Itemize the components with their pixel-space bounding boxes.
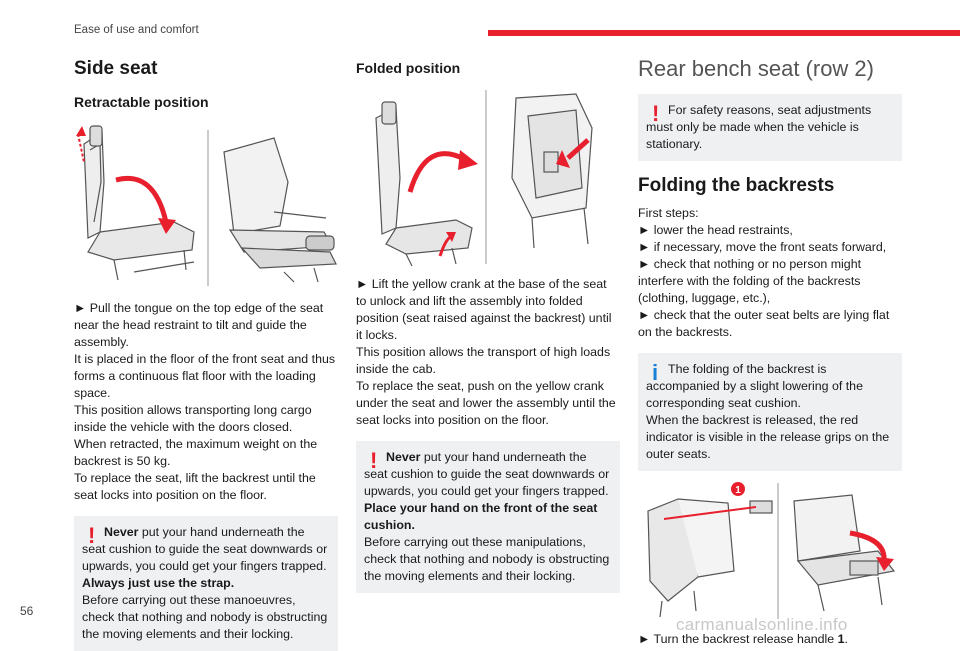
final-step-end: . — [844, 632, 848, 646]
info-text: The folding of the backrest is accompani… — [646, 362, 863, 410]
page-number: 56 — [20, 604, 34, 618]
column-folded-position: Folded position ► Lift the yell — [356, 56, 620, 593]
folded-seat-illustration — [356, 88, 620, 268]
warning-text: Before carrying out these manoeuvres, ch… — [82, 593, 328, 641]
section-title: Rear bench seat (row 2) — [638, 56, 874, 81]
safety-warning-box: ! For safety reasons, seat adjustments m… — [638, 94, 902, 161]
final-step-number: 1 — [837, 632, 845, 646]
warning-text: put your hand underneath the seat cushio… — [82, 525, 328, 573]
warning-bold-line: Always just use the strap. — [82, 576, 235, 590]
step-item: ► lower the head restraints, — [638, 223, 793, 237]
subsection-title: Folded position — [356, 60, 461, 76]
step-item: ► check that the outer seat belts are ly… — [638, 308, 890, 339]
body-paragraph: This position allows transporting long c… — [74, 403, 312, 434]
warning-bold-line: Place your hand on the front of the seat… — [364, 501, 598, 532]
warning-never: Never — [104, 525, 139, 539]
warning-box: ! Never put your hand underneath the sea… — [74, 516, 338, 651]
step-item: ► check that nothing or no person might … — [638, 257, 862, 305]
warning-never: Never — [386, 450, 421, 464]
subsection-title: Retractable position — [74, 94, 209, 110]
warning-icon: ! — [88, 523, 96, 548]
column-side-seat: Side seat Retractable position — [74, 56, 338, 651]
body-paragraph: To replace the seat, push on the yellow … — [356, 379, 616, 427]
step-item: ► if necessary, move the front seats for… — [638, 240, 887, 254]
section-title: Side seat — [74, 58, 158, 79]
warning-box: ! Never put your hand underneath the sea… — [356, 441, 620, 593]
watermark: carmanualsonline.info — [676, 615, 848, 634]
info-box: i The folding of the backrest is accompa… — [638, 353, 902, 471]
info-icon: i — [652, 360, 659, 385]
body-paragraph: ► Pull the tongue on the top edge of the… — [74, 301, 324, 349]
body-paragraph: This position allows the transport of hi… — [356, 345, 611, 376]
backrest-release-illustration: 1 — [638, 481, 902, 621]
column-rear-bench: Rear bench seat (row 2) ! For safety rea… — [638, 56, 902, 648]
info-text: When the backrest is released, the red i… — [646, 413, 890, 461]
safety-text: For safety reasons, seat adjustments mus… — [646, 103, 872, 151]
body-paragraph: To replace the seat, lift the backrest u… — [74, 471, 316, 502]
callout-number: 1 — [735, 485, 741, 496]
warning-icon: ! — [652, 101, 660, 126]
body-paragraph: ► Lift the yellow crank at the base of t… — [356, 277, 612, 342]
warning-icon: ! — [370, 448, 378, 473]
warning-text: Before carrying out these manipulations,… — [364, 535, 610, 583]
header-accent-bar — [488, 30, 960, 36]
folding-backrests-heading: Folding the backrests — [638, 175, 835, 196]
retractable-seat-illustration — [74, 122, 338, 292]
body-paragraph: When retracted, the maximum weight on th… — [74, 437, 318, 468]
header-section-title: Ease of use and comfort — [74, 24, 199, 36]
warning-text: put your hand underneath the seat cushio… — [364, 450, 610, 498]
steps-intro: First steps: — [638, 206, 699, 220]
body-paragraph: It is placed in the floor of the front s… — [74, 352, 336, 400]
